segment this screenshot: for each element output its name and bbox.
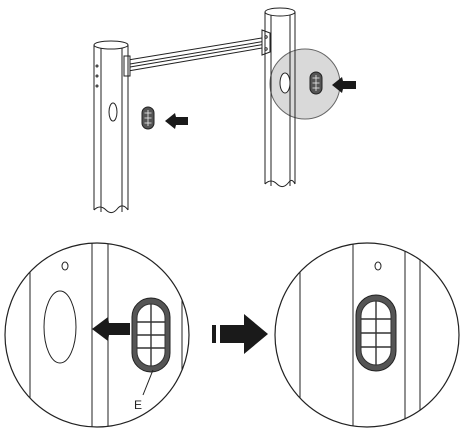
arrow-right-icon — [212, 314, 268, 354]
plug-cap-icon — [141, 106, 155, 130]
detail-highlight — [269, 48, 341, 120]
plug-cap-icon — [355, 294, 397, 372]
detail-right — [274, 242, 460, 428]
arrow-left-icon — [332, 77, 356, 93]
arrow-left-icon — [92, 317, 130, 341]
crossbar — [123, 29, 271, 77]
arrow-left-icon — [165, 113, 188, 129]
top-assembly — [93, 7, 341, 214]
left-post — [93, 40, 129, 214]
detail-left: E — [4, 242, 190, 428]
callout-label: E — [134, 398, 142, 412]
plug-cap-icon — [309, 71, 323, 95]
plug-cap-icon — [131, 297, 171, 373]
